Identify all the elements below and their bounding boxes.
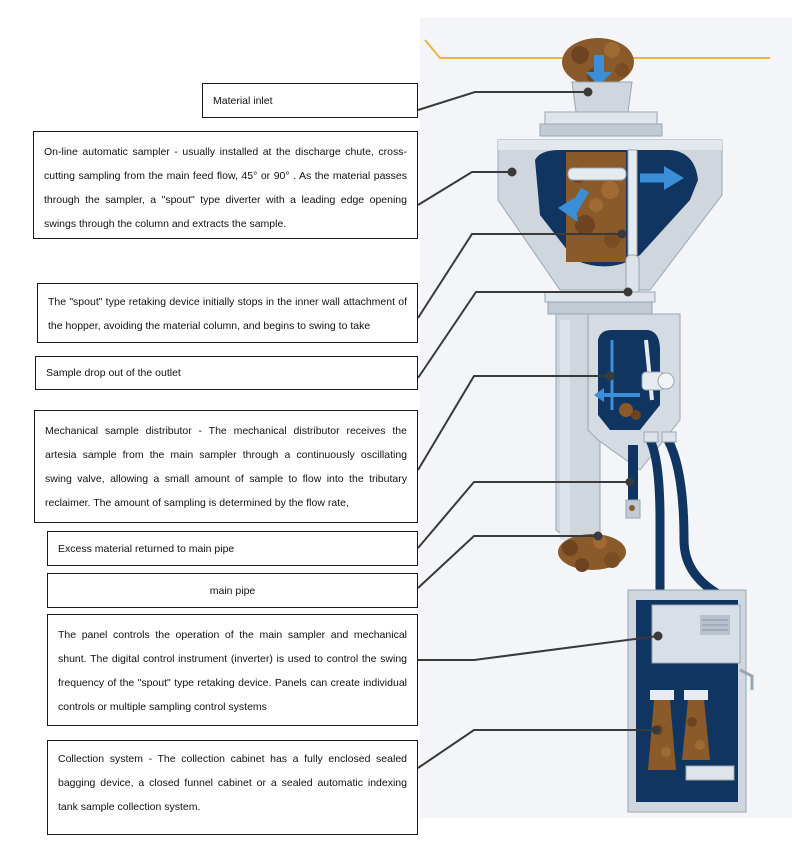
sample-hose-2 (663, 437, 725, 612)
outlet-material (558, 534, 626, 572)
label-excess-material-text: Excess material returned to main pipe (58, 542, 235, 555)
leader-excess-material (417, 481, 630, 549)
sample-drop-pipe (628, 445, 638, 510)
label-main-pipe: main pipe (47, 573, 418, 608)
sample-hose-1 (645, 437, 665, 600)
leader-sample-drop (417, 291, 628, 379)
label-mechanical-distributor-text: Mechanical sample distributor - The mech… (45, 425, 407, 509)
label-panel-controls-text: The panel controls the operation of the … (58, 629, 407, 713)
leader-online-sampler (417, 171, 512, 206)
leader-collection (417, 729, 656, 769)
label-retaking-device: The "spout" type retaking device initial… (37, 283, 418, 343)
label-excess-material: Excess material returned to main pipe (47, 531, 418, 566)
indexing-tray (685, 765, 735, 781)
label-retaking-device-text: The "spout" type retaking device initial… (48, 296, 407, 332)
label-main-pipe-text: main pipe (209, 584, 256, 597)
label-sample-drop-text: Sample drop out of the outlet (46, 367, 181, 379)
leader-panel (418, 635, 659, 661)
label-sample-drop: Sample drop out of the outlet (35, 356, 418, 390)
label-material-inlet: Material inlet (202, 83, 418, 118)
spout-diverter (567, 167, 627, 181)
sample-bottle-1 (648, 690, 676, 770)
accent-line (424, 39, 770, 59)
sample-bottle-2 (682, 690, 710, 760)
leader-lines (417, 87, 663, 769)
label-material-inlet-text: Material inlet (213, 94, 273, 107)
label-online-sampler-text: On-line automatic sampler - usually inst… (44, 146, 407, 230)
label-collection-system: Collection system - The collection cabin… (47, 740, 418, 835)
label-panel-controls: The panel controls the operation of the … (47, 614, 418, 726)
label-online-sampler: On-line automatic sampler - usually inst… (33, 131, 418, 239)
leader-distributor (417, 375, 610, 471)
label-collection-system-text: Collection system - The collection cabin… (58, 753, 407, 813)
leader-inlet (417, 91, 588, 111)
distributor-sample (619, 403, 641, 420)
leader-main-pipe (417, 535, 598, 589)
inlet-arrow-icon (586, 55, 612, 86)
label-mechanical-distributor: Mechanical sample distributor - The mech… (34, 410, 418, 523)
inlet-chute (571, 81, 633, 113)
leader-retaking-device (417, 233, 622, 319)
leader-inlet-dot (583, 87, 593, 97)
inlet-flange (544, 111, 658, 125)
